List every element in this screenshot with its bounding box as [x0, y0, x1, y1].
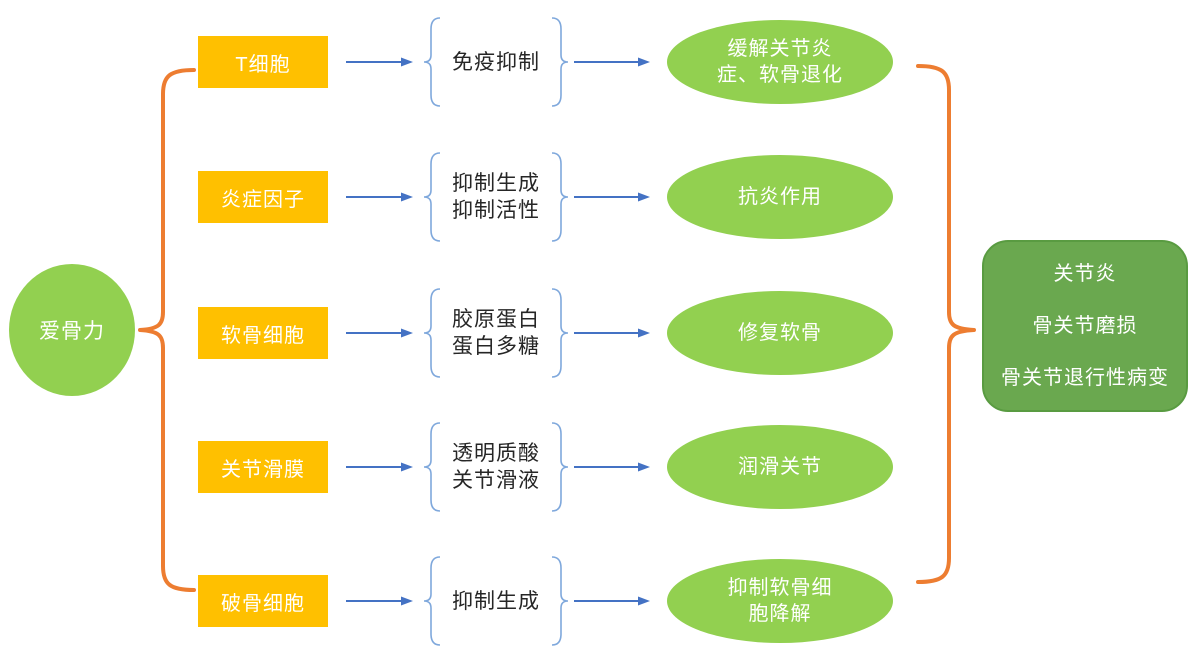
effect-label: 修复软骨	[738, 322, 822, 344]
left-brace-icon	[423, 152, 441, 242]
target-node-t-cell: T细胞	[198, 36, 328, 88]
mechanism-text: 抑制生成 抑制活性	[452, 172, 540, 222]
mechanism-text: 抑制生成	[452, 589, 540, 613]
arrowhead-icon	[401, 596, 413, 606]
target-label: 破骨细胞	[221, 592, 305, 615]
left-brace-icon	[423, 556, 441, 646]
target-node-chondrocyte: 软骨细胞	[198, 307, 328, 359]
effect-label: 抑制软骨细 胞降解	[727, 577, 833, 625]
arrowhead-icon	[638, 192, 650, 202]
target-node-inflammatory-factor: 炎症因子	[198, 171, 328, 223]
arrowhead-icon	[638, 596, 650, 606]
right-brace-icon	[551, 422, 569, 512]
left-brace-icon	[423, 17, 441, 107]
effect-label: 润滑关节	[738, 456, 822, 478]
effect-label: 缓解关节炎 症、软骨退化	[717, 38, 843, 86]
arrowhead-icon	[401, 328, 413, 338]
target-label: 炎症因子	[221, 188, 305, 211]
target-label: 软骨细胞	[221, 324, 305, 347]
right-brace-icon	[551, 152, 569, 242]
effect-node: 缓解关节炎 症、软骨退化	[667, 20, 893, 104]
arrowhead-icon	[401, 462, 413, 472]
source-label: 爱骨力	[39, 320, 105, 343]
effect-node: 抑制软骨细 胞降解	[667, 559, 893, 643]
mechanism-text: 胶原蛋白 蛋白多糖	[452, 308, 540, 358]
arrowhead-icon	[638, 328, 650, 338]
outcome-line-arthritis: 关节炎	[1053, 263, 1117, 285]
left-brace-icon	[423, 288, 441, 378]
target-label: 关节滑膜	[221, 458, 305, 481]
effect-label: 抗炎作用	[738, 186, 822, 208]
right-brace-icon	[551, 17, 569, 107]
right-brace-icon	[551, 288, 569, 378]
target-node-synovium: 关节滑膜	[198, 441, 328, 493]
left-brace-icon	[423, 422, 441, 512]
right-gather-brace	[916, 64, 976, 584]
arrowhead-icon	[401, 192, 413, 202]
arrowhead-icon	[638, 462, 650, 472]
arrowhead-icon	[401, 57, 413, 67]
mechanism-text: 透明质酸 关节滑液	[452, 442, 540, 492]
effect-node: 润滑关节	[667, 425, 893, 509]
target-node-osteoclast: 破骨细胞	[198, 575, 328, 627]
source-node: 爱骨力	[9, 264, 135, 396]
outcome-node: 关节炎 骨关节磨损 骨关节退行性病变	[982, 240, 1188, 412]
right-brace-icon	[551, 556, 569, 646]
left-gather-brace	[138, 68, 196, 592]
effect-node: 抗炎作用	[667, 155, 893, 239]
outcome-line-degenerative: 骨关节退行性病变	[1001, 367, 1169, 389]
effect-node: 修复软骨	[667, 291, 893, 375]
target-label: T细胞	[235, 53, 291, 76]
outcome-line-joint-wear: 骨关节磨损	[1032, 315, 1138, 337]
mechanism-text: 免疫抑制	[452, 50, 540, 74]
arrowhead-icon	[638, 57, 650, 67]
